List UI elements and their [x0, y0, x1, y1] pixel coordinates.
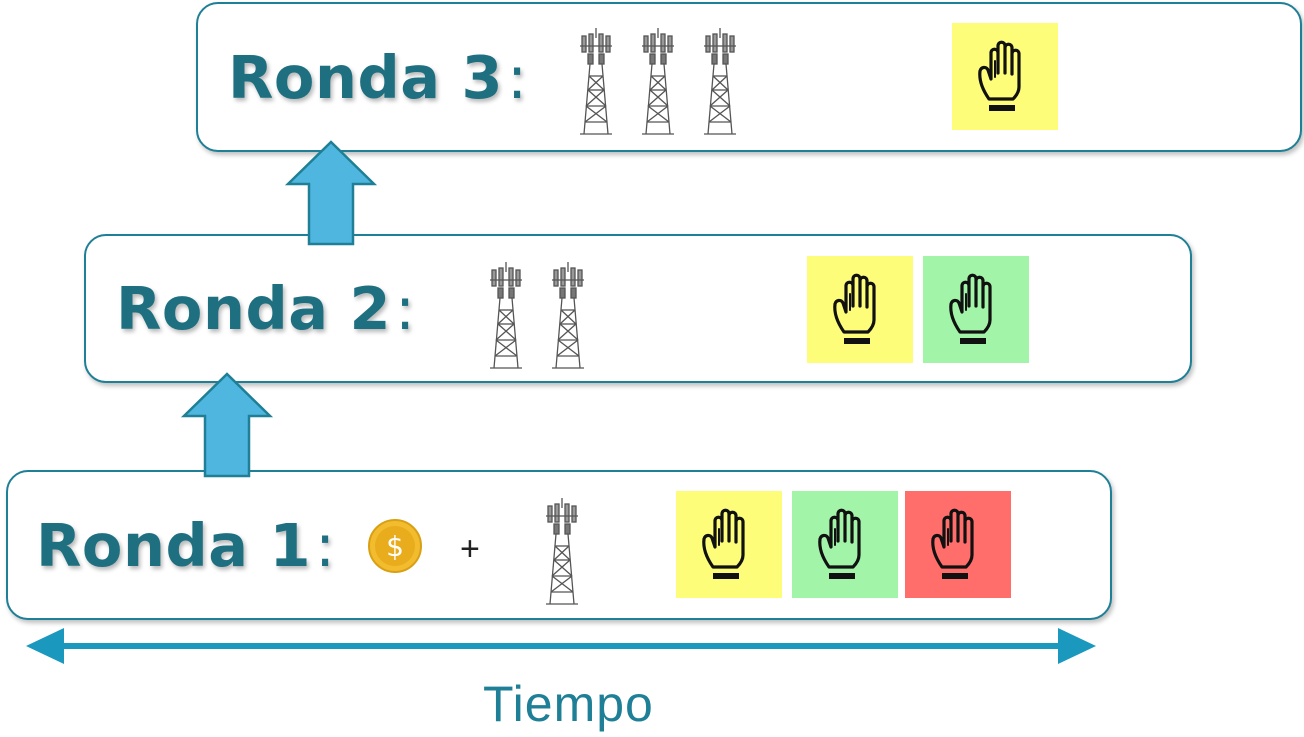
hand-card-yellow [676, 491, 782, 598]
raised-hand-icon [829, 270, 891, 350]
round-3-title: Ronda 3: [228, 42, 528, 112]
up-arrow-round-2-to-3 [284, 140, 378, 246]
time-axis-label: Tiempo [483, 676, 654, 732]
up-arrow-round-1-to-2 [180, 372, 274, 478]
svg-text:$: $ [386, 530, 404, 563]
dollar-coin-icon: $ [367, 518, 423, 574]
round-1-box: Ronda 1: $ + [6, 470, 1112, 620]
cell-tower-icon [548, 260, 588, 370]
round-2-title: Ronda 2: [116, 274, 416, 343]
round-3-box: Ronda 3: [196, 2, 1302, 152]
hand-card-yellow [807, 256, 913, 363]
round-2-box: Ronda 2: [84, 234, 1192, 383]
raised-hand-icon [945, 270, 1007, 350]
cell-tower-icon [486, 260, 526, 370]
hand-card-red [905, 491, 1011, 598]
round-1-title: Ronda 1: [36, 510, 336, 580]
raised-hand-icon [814, 505, 876, 585]
raised-hand-icon [698, 505, 760, 585]
time-axis-double-arrow [26, 626, 1096, 666]
cell-tower-icon [542, 496, 582, 606]
hand-card-yellow [952, 23, 1058, 130]
hand-card-green [923, 256, 1029, 363]
cell-tower-icon [638, 26, 678, 136]
raised-hand-icon [974, 37, 1036, 117]
plus-sign: + [460, 530, 480, 568]
cell-tower-icon [700, 26, 740, 136]
hand-card-green [792, 491, 898, 598]
raised-hand-icon [927, 505, 989, 585]
cell-tower-icon [576, 26, 616, 136]
